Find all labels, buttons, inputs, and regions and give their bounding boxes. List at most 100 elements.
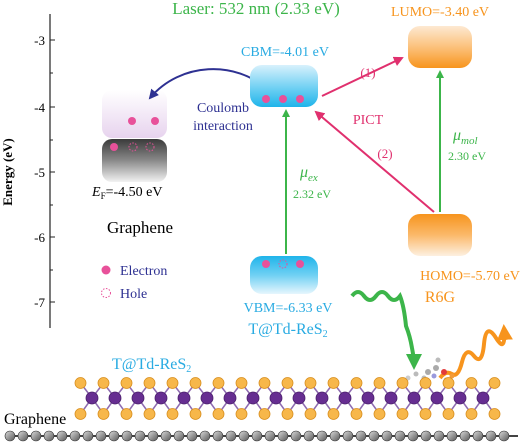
r6g-label: R6G xyxy=(425,289,456,306)
graphene-upper-band xyxy=(102,90,167,138)
sulfur-atom xyxy=(189,408,202,420)
carbon-atom xyxy=(407,430,419,442)
mu-mol-label: μmol xyxy=(452,127,478,147)
carbon-atom xyxy=(160,430,172,442)
carbon-atom xyxy=(225,430,237,442)
carbon-atom xyxy=(251,430,263,442)
carbon-atom xyxy=(446,430,458,442)
mu-ex-energy: 2.32 eV xyxy=(293,187,331,201)
sulfur-atom xyxy=(166,377,179,389)
cbm-band: CBM=-4.01 eV xyxy=(241,45,329,107)
hole-legend-label: Hole xyxy=(120,287,147,302)
rhenium-atom xyxy=(177,391,191,405)
carbon-atom xyxy=(433,430,445,442)
electron-dot xyxy=(279,95,287,103)
carbon-atom xyxy=(342,430,354,442)
fermi-level-label: EF=-4.50 eV xyxy=(91,185,162,201)
lumo-label: LUMO=-3.40 eV xyxy=(391,5,489,20)
carbon-atom xyxy=(147,430,159,442)
electron-dot xyxy=(151,117,159,125)
sulfur-atom xyxy=(327,408,340,420)
graphene-lower-band xyxy=(102,139,167,182)
legend: Electron Hole xyxy=(101,264,167,302)
carbon-atom xyxy=(329,430,341,442)
coulomb-label-line1: Coulomb xyxy=(197,101,249,116)
carbon-atom xyxy=(459,430,471,442)
sulfur-atom xyxy=(74,377,87,389)
sulfur-atom xyxy=(258,408,271,420)
rhenium-atom xyxy=(453,391,467,405)
rhenium-atom xyxy=(269,391,283,405)
rhenium-atom xyxy=(246,391,260,405)
sulfur-atom xyxy=(166,408,179,420)
tick-label: -7 xyxy=(34,295,45,310)
pict-path-2-label: (2) xyxy=(377,146,392,161)
electron-dot xyxy=(296,95,304,103)
carbon-atom xyxy=(56,430,68,442)
sulfur-atom xyxy=(97,408,110,420)
sulfur-atom xyxy=(373,377,386,389)
tick-label: -6 xyxy=(34,230,45,245)
pict-path-1-label: (1) xyxy=(360,65,375,80)
vbm-label: VBM=-6.33 eV xyxy=(244,301,333,316)
rhenium-atom xyxy=(154,391,168,405)
res2-lattice xyxy=(74,377,501,420)
lumo-band: LUMO=-3.40 eV xyxy=(391,5,489,68)
graphene-sheet-label: Graphene xyxy=(4,411,66,428)
sulfur-atom xyxy=(281,377,294,389)
incident-laser-wave-icon xyxy=(350,290,422,370)
carbon-atom xyxy=(30,430,42,442)
tres2-lattice-label: T@Td-ReS2 xyxy=(112,356,191,375)
electron-dot xyxy=(110,143,118,151)
pict-path-1-arrow xyxy=(321,56,404,97)
tick-label: -3 xyxy=(34,33,45,48)
sulfur-atom xyxy=(212,408,225,420)
carbon-atom xyxy=(4,430,16,442)
sulfur-atom xyxy=(442,408,455,420)
carbon-atom xyxy=(368,430,380,442)
sulfur-atom xyxy=(143,377,156,389)
sulfur-atom xyxy=(143,408,156,420)
electron-legend-icon xyxy=(101,265,111,275)
carbon-atom xyxy=(95,430,107,442)
carbon-atom xyxy=(303,430,315,442)
cbm-label: CBM=-4.01 eV xyxy=(241,45,329,60)
carbon-atom xyxy=(43,430,55,442)
lumo-block xyxy=(408,26,472,68)
sulfur-atom xyxy=(235,377,248,389)
carbon-atom xyxy=(485,430,497,442)
sulfur-atom xyxy=(350,408,363,420)
graphene-level: EF=-4.50 eV Graphene xyxy=(91,90,173,237)
vbm-block xyxy=(250,256,318,294)
carbon-atom xyxy=(69,430,81,442)
pict-path-2-arrow xyxy=(314,110,435,213)
sulfur-atom xyxy=(396,377,409,389)
sulfur-atom xyxy=(97,377,110,389)
carbon-atom xyxy=(186,430,198,442)
tres2-label: T@Td-ReS2 xyxy=(248,321,327,340)
sulfur-atom xyxy=(350,377,363,389)
sulfur-atom xyxy=(281,408,294,420)
carbon-atom xyxy=(316,430,328,442)
carbon-atom xyxy=(498,430,510,442)
tick-label: -5 xyxy=(34,165,45,180)
rhenium-atom xyxy=(384,391,398,405)
rhenium-atom xyxy=(200,391,214,405)
carbon-atom xyxy=(290,430,302,442)
carbon-atom xyxy=(212,430,224,442)
sulfur-atom xyxy=(488,408,501,420)
tick-label: -4 xyxy=(34,100,45,115)
carbon-atom xyxy=(277,430,289,442)
sulfur-atom xyxy=(258,377,271,389)
sulfur-atom xyxy=(212,377,225,389)
carbon-atom xyxy=(82,430,94,442)
sulfur-atom xyxy=(304,377,317,389)
sulfur-atom xyxy=(74,408,87,420)
homo-block xyxy=(408,214,472,256)
sulfur-atom xyxy=(120,377,133,389)
energy-axis: -3 -4 -5 -6 -7 Energy (eV) xyxy=(0,14,55,328)
sulfur-atom xyxy=(488,377,501,389)
electron-dot xyxy=(262,260,270,268)
electron-legend-label: Electron xyxy=(120,264,167,279)
